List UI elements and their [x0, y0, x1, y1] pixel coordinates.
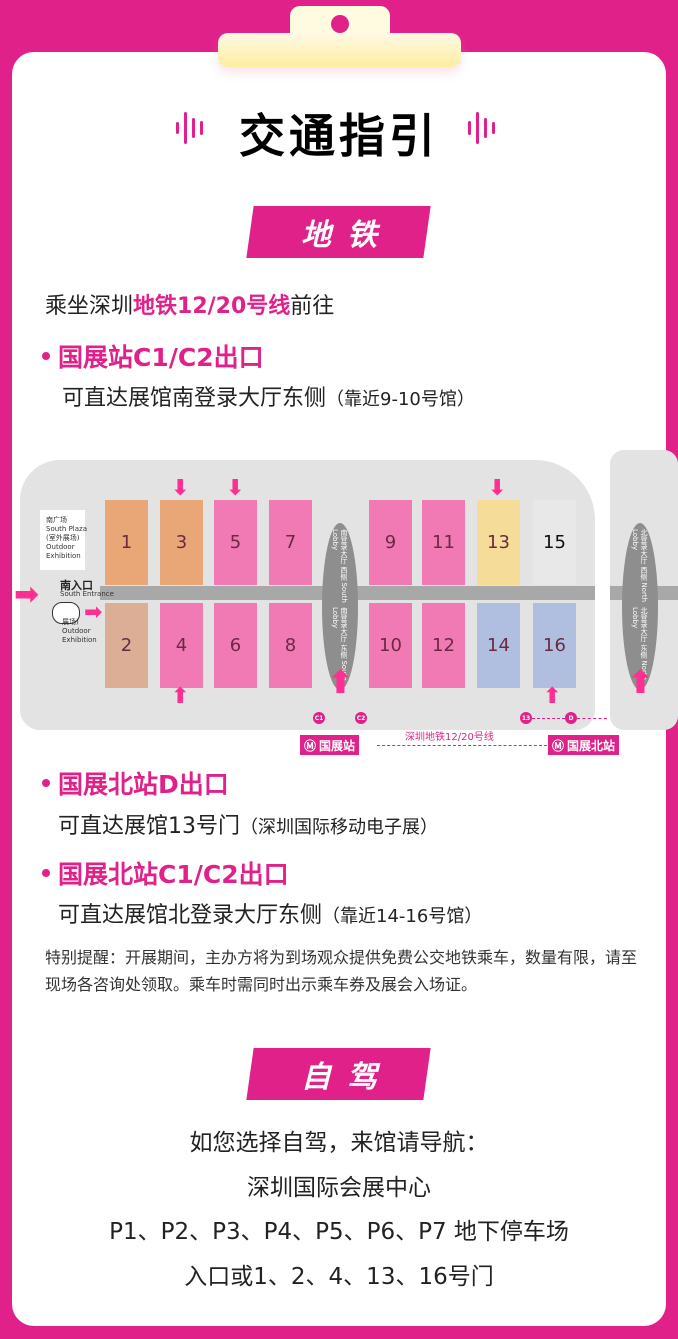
sound-wave-icon — [176, 112, 203, 144]
hall-3: 3 — [160, 500, 203, 585]
up-arrow-icon: ⬆ — [171, 684, 190, 709]
hall-9: 9 — [369, 500, 412, 585]
exit-desc: 可直达展馆南登录大厅东侧（靠近9-10号馆） — [62, 386, 475, 411]
hall-8: 8 — [269, 603, 312, 688]
metro-banner: 地铁 — [246, 206, 431, 258]
exit-title: 国展北站C1/C2出口 — [42, 855, 289, 891]
page-title: 交通指引 — [239, 109, 439, 163]
hall-14: 14 — [477, 603, 520, 688]
drive-line: 如您选择自驾，来馆请导航： — [189, 1130, 489, 1156]
exit-desc: 可直达展馆13号门（深圳国际移动电子展） — [58, 814, 438, 839]
clip-hole — [331, 15, 349, 33]
up-arrow-icon: ⬆ — [627, 663, 654, 701]
sound-wave-icon — [468, 112, 495, 144]
hall-6: 6 — [214, 603, 257, 688]
hall-2: 2 — [105, 603, 148, 688]
exit-c1-marker: C1 — [313, 712, 325, 724]
hall-10: 10 — [369, 603, 412, 688]
hall-12: 12 — [422, 603, 465, 688]
drive-banner: 自驾 — [246, 1048, 431, 1100]
exit-title: 国展站C1/C2出口 — [42, 338, 264, 374]
entrance-arrow-icon: ➡ — [14, 577, 40, 612]
dog-mascot-icon — [52, 602, 80, 624]
drive-line: 深圳国际会展中心 — [247, 1175, 431, 1201]
exit-desc: 可直达展馆北登录大厅东侧（靠近14-16号馆） — [58, 903, 483, 928]
south-entrance-label: 南入口 — [60, 579, 93, 592]
hall-11: 11 — [422, 500, 465, 585]
hall-7: 7 — [269, 500, 312, 585]
venue-map: 南广场 South Plaza (室外展场) Outdoor Exhibitio… — [0, 430, 678, 760]
exit-title: 国展北站D出口 — [42, 765, 229, 801]
exit-d-marker: D — [565, 712, 577, 724]
down-arrow-icon: ⬇ — [171, 476, 190, 501]
hall-1: 1 — [105, 500, 148, 585]
drive-line: 入口或1、2、4、13、16号门 — [184, 1264, 494, 1290]
notice-text: 特别提醒：开展期间，主办方将为到场观众提供免费公交地铁乘车，数量有限，请至现场各… — [45, 948, 638, 994]
hall-15: 15 — [533, 500, 576, 585]
south-plaza-label: 南广场 South Plaza (室外展场) Outdoor Exhibitio… — [46, 516, 87, 560]
drive-line: P1、P2、P3、P4、P5、P6、P7 地下停车场 — [109, 1219, 569, 1245]
metro-line-label: 深圳地铁12/20号线 — [405, 732, 494, 743]
down-arrow-icon: ⬇ — [488, 476, 507, 501]
exit-c2-marker: C2 — [355, 712, 367, 724]
clip-decoration — [218, 33, 461, 67]
hall-5: 5 — [214, 500, 257, 585]
hall-4: 4 — [160, 603, 203, 688]
hall-13: 13 — [477, 500, 520, 585]
gate-13-marker: 13 — [520, 712, 532, 724]
metro-intro: 乘坐深圳地铁12/20号线前往 — [45, 294, 335, 319]
up-arrow-icon: ⬆ — [327, 663, 354, 701]
metro-logo-icon: Ⓜ — [304, 738, 317, 753]
entrance-arrow-icon: ➡ — [84, 600, 103, 625]
metro-logo-icon: Ⓜ — [552, 738, 565, 753]
up-arrow-icon: ⬆ — [543, 684, 562, 709]
hall-16: 16 — [533, 603, 576, 688]
down-arrow-icon: ⬇ — [226, 476, 245, 501]
